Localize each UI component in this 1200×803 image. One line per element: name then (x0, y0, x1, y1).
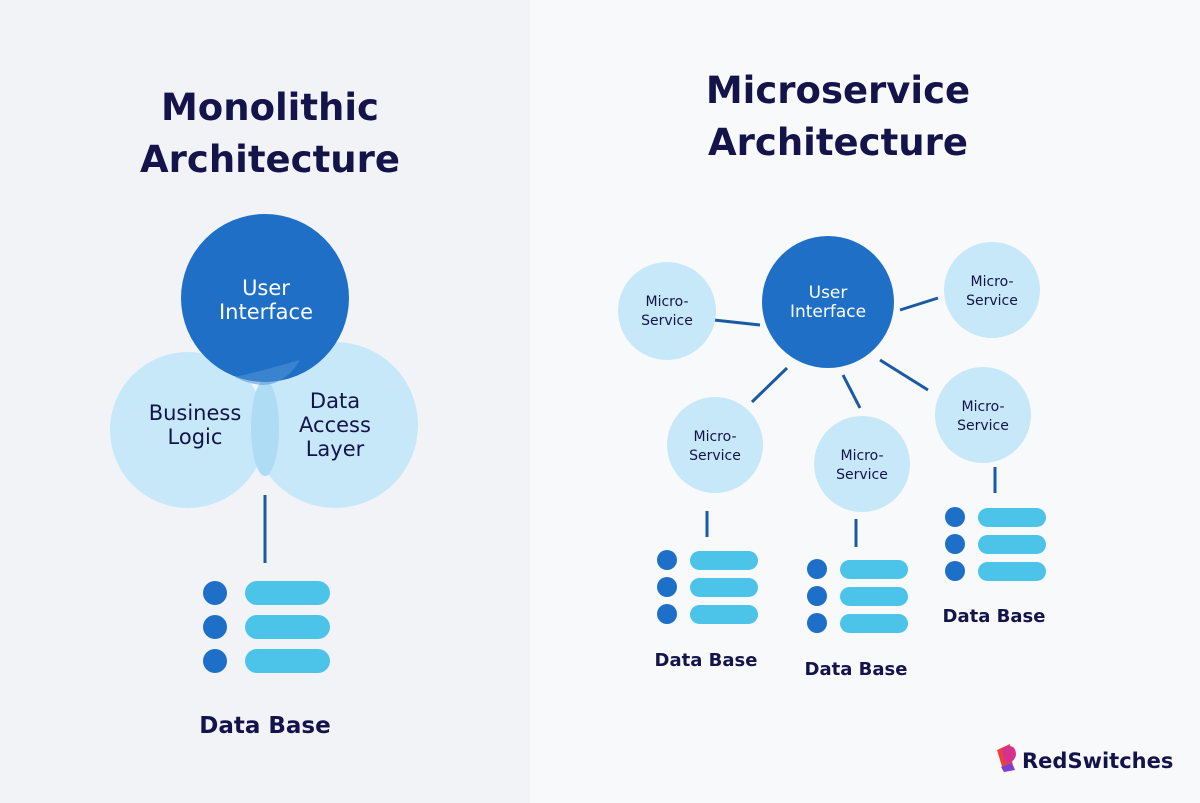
ui-label-line1: User (242, 276, 290, 300)
ms5-label-line1: Micro- (962, 399, 1005, 415)
ms1-label-line1: Micro- (646, 294, 689, 310)
microservice-node-1 (618, 262, 716, 360)
monolithic-title-line2: Architecture (140, 138, 400, 181)
ms-db-label-1: Data Base (655, 650, 758, 671)
business-logic-label-line2: Logic (168, 425, 223, 449)
ms5-label-line2: Service (957, 418, 1009, 434)
microservice-title-line2: Architecture (708, 121, 968, 164)
ms2-label-line2: Service (966, 293, 1018, 309)
microservice-node-3 (667, 397, 763, 493)
brand-name: RedSwitches (1022, 749, 1173, 773)
user-interface-circle (181, 214, 349, 382)
ms-ui-label-line1: User (809, 283, 848, 303)
ms4-label-line2: Service (836, 467, 888, 483)
ms-db-label-3: Data Base (943, 606, 1046, 627)
monolithic-title-line1: Monolithic (161, 86, 379, 129)
data-access-label-line2: Access (299, 413, 371, 437)
connector-ui-ms3 (750, 366, 789, 404)
data-access-layer-circle (252, 342, 418, 508)
venn-overlap (251, 380, 279, 476)
business-logic-label-line1: Business (149, 401, 242, 425)
monolithic-section: Monolithic Architecture User Interface B… (110, 86, 418, 739)
business-logic-circle (110, 352, 266, 508)
database-icon (945, 507, 1046, 581)
ms-db-label-2: Data Base (805, 659, 908, 680)
microservice-node-4 (814, 416, 910, 512)
database-icon (657, 550, 758, 624)
connector-ui-ms1 (713, 318, 761, 327)
ms4-label-line1: Micro- (841, 448, 884, 464)
database-icon (203, 581, 330, 673)
ms-ui-label-line2: Interface (790, 302, 866, 322)
venn-overlap-top (235, 360, 300, 385)
data-access-label-line1: Data (310, 389, 360, 413)
data-access-label-line3: Layer (306, 437, 365, 461)
redswitches-logo-icon (997, 744, 1016, 772)
ms1-label-line2: Service (641, 313, 693, 329)
microservice-node-2 (944, 242, 1040, 338)
ms2-label-line1: Micro- (971, 274, 1014, 290)
microservice-section: Microservice Architecture User Interface… (618, 69, 1046, 680)
ui-label-line2: Interface (219, 300, 313, 324)
ms3-label-line1: Micro- (694, 429, 737, 445)
ms3-label-line2: Service (689, 448, 741, 464)
connector-ui-ms4 (841, 374, 862, 409)
brand-logo: RedSwitches (997, 744, 1173, 773)
microservice-title-line1: Microservice (706, 69, 970, 112)
monolith-db-label: Data Base (199, 713, 330, 739)
ms-user-interface-circle (762, 236, 894, 368)
connector-ui-ms2 (899, 296, 939, 312)
right-panel-background (530, 0, 1200, 803)
connector-ui-ms5 (879, 358, 929, 392)
microservice-node-5 (935, 367, 1031, 463)
database-icon (807, 559, 908, 633)
